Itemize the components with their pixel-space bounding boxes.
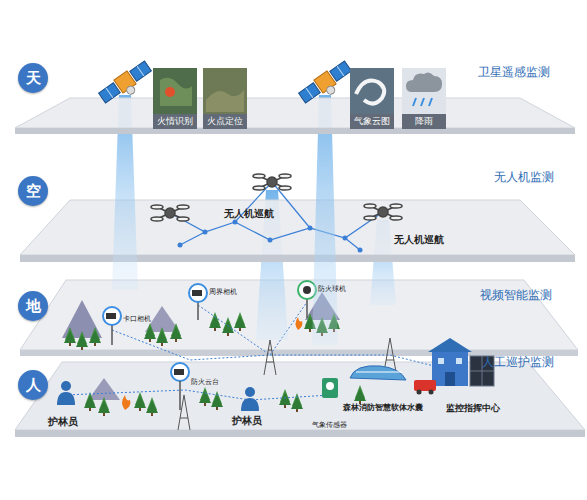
pole — [179, 381, 181, 410]
drone-icon — [151, 174, 402, 221]
tree — [98, 397, 110, 416]
thumbnail-detail — [165, 87, 175, 97]
tree — [199, 387, 211, 406]
ranger-icon — [57, 381, 259, 411]
camera-icon — [298, 281, 316, 299]
tree — [146, 397, 158, 416]
layer-circle: 空 — [18, 176, 48, 206]
tree — [234, 312, 246, 331]
node-text: 天 — [26, 69, 41, 88]
water-bag-detail — [356, 372, 402, 373]
camera-icon — [171, 363, 189, 381]
layer-circle: 地 — [18, 291, 48, 321]
device-label: 森林消防智慧软体水囊 — [343, 404, 423, 413]
wheel — [429, 390, 434, 395]
building-roof — [428, 338, 472, 352]
node-text: 气象云图 — [354, 115, 390, 128]
fire-icon — [122, 395, 130, 410]
fire-truck — [414, 380, 436, 391]
plane-edge — [20, 255, 575, 262]
tree — [84, 392, 96, 411]
rain-icon — [413, 98, 432, 106]
tree — [134, 392, 146, 411]
thumbnail-image — [350, 68, 394, 114]
signal-tower — [178, 338, 396, 430]
fire-icon — [296, 317, 303, 330]
network-line — [198, 302, 307, 355]
thumbnail-detail — [160, 78, 192, 106]
thumbnail-image — [402, 68, 446, 114]
layer-plane — [20, 280, 578, 350]
window — [456, 358, 462, 364]
tree — [64, 327, 76, 346]
layer-circle: 人 — [18, 370, 48, 400]
camera-glyph — [192, 290, 202, 296]
layer-circle: 天 — [18, 63, 48, 93]
tree — [291, 393, 303, 412]
device-label: 气象传感器 — [312, 422, 347, 430]
node-text: 空 — [26, 182, 41, 201]
cloud-icon — [406, 72, 442, 92]
camera-icon — [103, 307, 121, 325]
layer-title: 无人机监测 — [494, 171, 554, 184]
plane-edge — [15, 128, 575, 134]
mountain — [88, 378, 120, 400]
drone-label: 无人机巡航 — [394, 234, 444, 245]
image-caption: 火情识别 — [153, 114, 197, 129]
tree — [144, 323, 156, 342]
screen-grid — [470, 371, 494, 372]
camera-glyph — [174, 369, 184, 375]
wheel — [417, 390, 422, 395]
camera-glyph — [303, 286, 311, 294]
camera-icon — [189, 284, 207, 302]
thumbnail-detail — [356, 81, 384, 104]
image-caption: 火点定位 — [203, 114, 247, 129]
building — [432, 352, 468, 386]
tree — [89, 327, 101, 346]
layer-plane — [20, 200, 575, 255]
device-label: 周界相机 — [209, 289, 237, 297]
window — [438, 358, 444, 364]
sensor-icon — [322, 378, 338, 398]
device-label: 卡口相机 — [123, 316, 151, 324]
thumbnail-image — [203, 68, 247, 114]
sensor-dial — [326, 382, 334, 390]
image-caption: 气象云图 — [350, 114, 394, 129]
thumbnail-image — [153, 68, 197, 114]
layer-title: 卫星遥感监测 — [478, 66, 550, 79]
tree — [76, 331, 88, 350]
node-text: 火情识别 — [157, 115, 193, 128]
plane-edge — [15, 430, 585, 437]
tree — [222, 317, 234, 336]
center-label: 监控指挥中心 — [446, 404, 500, 414]
water-bag-icon — [350, 366, 406, 380]
ranger-label: 护林员 — [232, 415, 262, 426]
device-label: 防火云台 — [191, 379, 219, 387]
node-text: 火点定位 — [207, 115, 243, 128]
drone-network — [170, 182, 383, 250]
image-caption: 降雨 — [402, 114, 446, 129]
layer-title: 人工巡护监测 — [482, 356, 554, 369]
network-line — [65, 390, 330, 400]
node-text: 人 — [26, 376, 41, 395]
camera-glyph — [106, 313, 116, 319]
ranger-label: 护林员 — [48, 416, 78, 427]
tree — [209, 312, 221, 331]
node-text: 地 — [26, 297, 41, 316]
node-text: 降雨 — [415, 115, 433, 128]
tree — [354, 385, 366, 404]
drone-label: 无人机巡航 — [224, 208, 274, 219]
layer-plane — [15, 98, 575, 128]
door — [445, 372, 455, 386]
layer-title: 视频智能监测 — [480, 289, 552, 302]
thumbnail-detail — [206, 90, 244, 112]
layer-plane — [15, 362, 585, 430]
device-label: 防火球机 — [318, 286, 346, 294]
tree — [170, 323, 182, 342]
tree — [156, 327, 168, 346]
